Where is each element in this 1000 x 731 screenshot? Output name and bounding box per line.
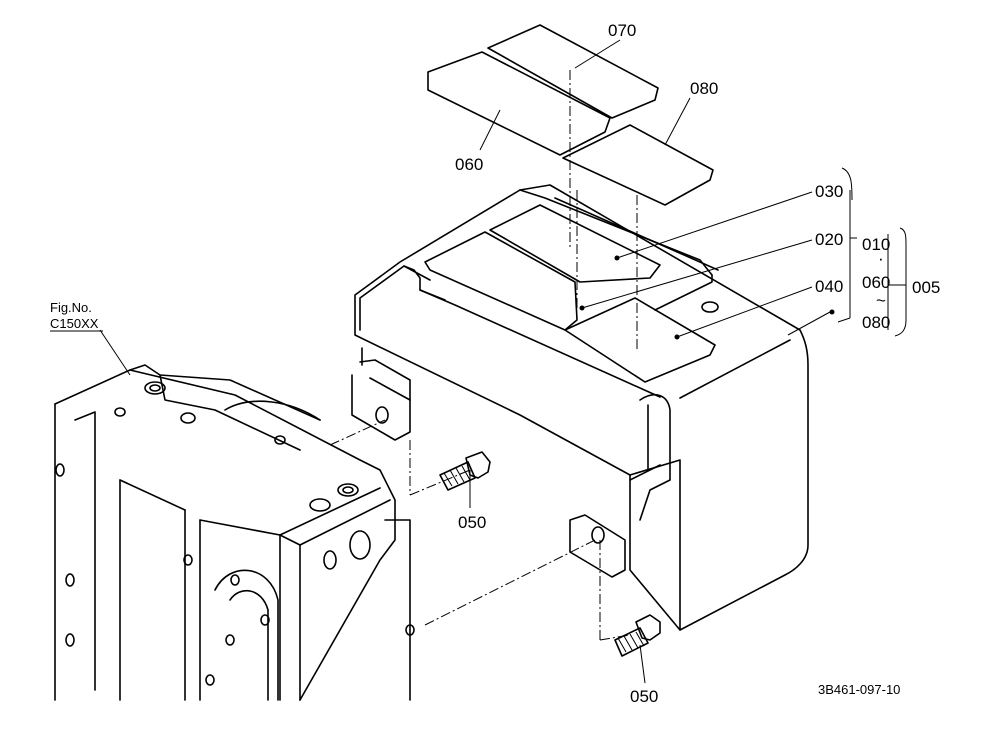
callout-070: 070 — [608, 21, 636, 40]
range-tilde: ~ — [876, 291, 886, 310]
decal-020 — [424, 231, 578, 331]
figure-ref-label: Fig.No. — [50, 300, 92, 315]
callout-040: 040 — [815, 277, 843, 296]
bolt-050-lower — [614, 614, 661, 657]
cover-housing — [351, 184, 809, 631]
callout-020: 020 — [815, 230, 843, 249]
decal-labels-exploded — [427, 24, 714, 206]
range-mid: 060 — [862, 273, 890, 292]
leader-lines — [99, 39, 906, 684]
decal-030 — [489, 204, 661, 283]
callout-030: 030 — [815, 182, 843, 201]
decal-080 — [562, 124, 714, 206]
alignment-lines — [329, 70, 638, 641]
callout-050-upper: 050 — [458, 513, 486, 532]
callout-050-lower: 050 — [630, 687, 658, 706]
decal-040 — [564, 297, 716, 383]
group-brace — [841, 167, 853, 201]
bolt-050-upper — [439, 451, 491, 491]
decal-060 — [427, 51, 611, 156]
assembly-number: 005 — [912, 278, 940, 297]
decal-070 — [487, 24, 659, 119]
decal-labels-on-cover — [424, 204, 716, 383]
figure-ref-number: C150XX — [50, 316, 99, 331]
range-end: 080 — [862, 313, 890, 332]
callout-060: 060 — [455, 155, 483, 174]
transmission-case — [54, 364, 415, 701]
range-start: 010 — [862, 235, 890, 254]
range-brace — [894, 227, 907, 337]
callout-080: 080 — [690, 79, 718, 98]
drawing-id: 3B461-097-10 — [818, 682, 900, 697]
range-dot: · — [878, 249, 884, 268]
